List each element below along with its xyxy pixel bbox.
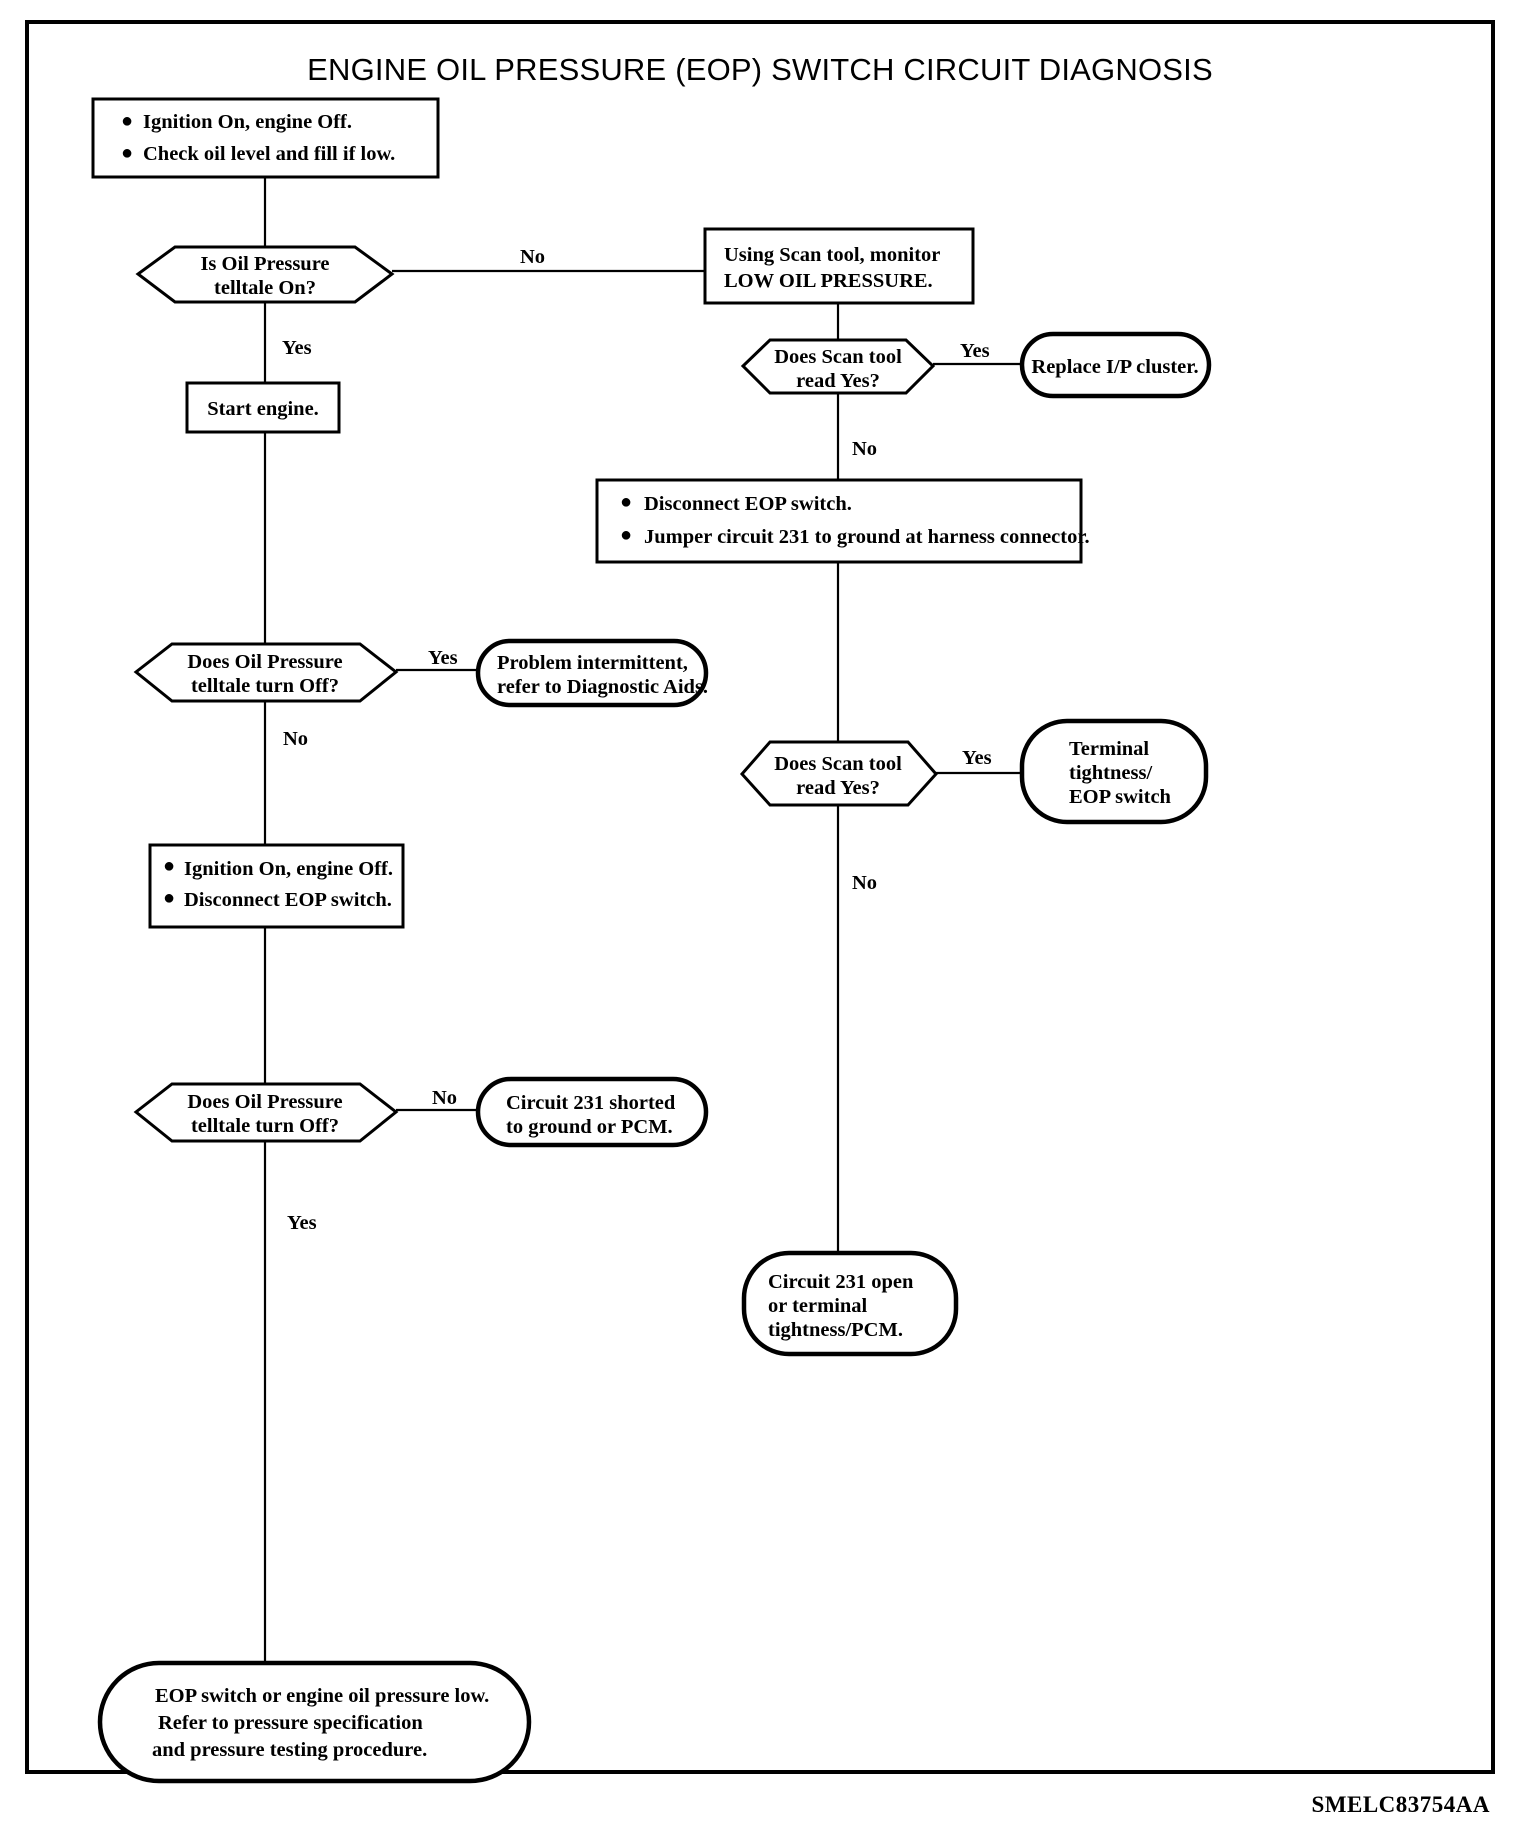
- node-replace-cluster[interactable]: Replace I/P cluster.: [1019, 331, 1212, 399]
- start-checks-line-2: Check oil level and fill if low.: [143, 143, 395, 165]
- problem-intermittent-shape: [475, 638, 709, 708]
- label-q5-no: No: [432, 1087, 457, 1109]
- label-q2-yes: Yes: [960, 340, 990, 362]
- label-q4-yes: Yes: [962, 747, 992, 769]
- figure-code: SMELC83754AA: [1311, 1792, 1490, 1817]
- disconnect-jumper-line-1: Disconnect EOP switch.: [644, 493, 852, 515]
- circuit-shorted-line-2: to ground or PCM.: [506, 1116, 673, 1138]
- eop-low-shape: [97, 1660, 532, 1784]
- start-checks-line-1: Ignition On, engine Off.: [143, 111, 352, 133]
- q-scan-read-2-line-1: Does Scan tool: [774, 753, 902, 775]
- q-scan-read-1-shape: [740, 338, 936, 395]
- q-telltale-off-2-shape: [133, 1082, 399, 1143]
- q-telltale-off-2-line-1: Does Oil Pressure: [187, 1091, 342, 1113]
- label-q3-no: No: [283, 728, 308, 750]
- bullet-icon: ●: [163, 887, 175, 909]
- ignition-disconnect-line-1: Ignition On, engine Off.: [184, 858, 393, 880]
- scan-monitor-shape: [703, 227, 975, 305]
- node-circuit-shorted[interactable]: Circuit 231 shorted to ground or PCM.: [475, 1076, 709, 1148]
- replace-cluster-line-1: Replace I/P cluster.: [1031, 356, 1198, 378]
- node-q-telltale-off-2[interactable]: Does Oil Pressure telltale turn Off?: [133, 1082, 399, 1143]
- q-telltale-off-2-line-2: telltale turn Off?: [191, 1115, 339, 1137]
- label-q3-yes: Yes: [428, 647, 458, 669]
- eop-low-line-2: Refer to pressure specification: [158, 1712, 423, 1734]
- replace-cluster-shape: [1019, 331, 1212, 399]
- q-scan-read-2-shape: [739, 740, 939, 807]
- node-disconnect-jumper[interactable]: ● Disconnect EOP switch. ● Jumper circui…: [595, 478, 1090, 564]
- terminal-tightness-line-2: tightness/: [1069, 762, 1152, 784]
- bullet-icon: ●: [121, 110, 133, 132]
- q-telltale-off-1-line-1: Does Oil Pressure: [187, 651, 342, 673]
- circuit-open-line-2: or terminal: [768, 1295, 868, 1317]
- problem-intermittent-line-2: refer to Diagnostic Aids.: [497, 676, 708, 698]
- start-checks-shape: [91, 97, 440, 179]
- node-q-scan-read-2[interactable]: Does Scan tool read Yes?: [739, 740, 939, 807]
- page-border: [25, 20, 1495, 1774]
- q-telltale-off-1-shape: [133, 642, 399, 703]
- node-scan-monitor[interactable]: Using Scan tool, monitor LOW OIL PRESSUR…: [703, 227, 975, 305]
- node-start-engine[interactable]: Start engine.: [185, 381, 341, 434]
- disconnect-jumper-line-2: Jumper circuit 231 to ground at harness …: [644, 526, 1090, 548]
- start-engine-shape: [185, 381, 341, 434]
- node-q-scan-read-1[interactable]: Does Scan tool read Yes?: [740, 338, 936, 395]
- circuit-shorted-shape: [475, 1076, 709, 1148]
- label-q1-no: No: [520, 246, 545, 268]
- node-circuit-open[interactable]: Circuit 231 open or terminal tightness/P…: [741, 1250, 959, 1357]
- node-eop-low[interactable]: EOP switch or engine oil pressure low. R…: [97, 1660, 532, 1784]
- problem-intermittent-line-1: Problem intermittent,: [497, 652, 688, 674]
- scan-monitor-line-2: LOW OIL PRESSURE.: [724, 270, 933, 292]
- q-telltale-off-1-line-2: telltale turn Off?: [191, 675, 339, 697]
- disconnect-jumper-shape: [595, 478, 1083, 564]
- circuit-open-line-3: tightness/PCM.: [768, 1319, 903, 1341]
- label-q4-no: No: [852, 872, 877, 894]
- node-problem-intermittent[interactable]: Problem intermittent, refer to Diagnosti…: [475, 638, 709, 708]
- circuit-shorted-line-1: Circuit 231 shorted: [506, 1092, 676, 1114]
- node-q-telltale-on[interactable]: Is Oil Pressure telltale On?: [135, 245, 395, 304]
- q-telltale-on-shape: [135, 245, 395, 304]
- label-q2-no: No: [852, 438, 877, 460]
- bullet-icon: ●: [121, 142, 133, 164]
- circuit-open-shape: [741, 1250, 959, 1357]
- circuit-open-line-1: Circuit 231 open: [768, 1271, 914, 1293]
- ignition-disconnect-line-2: Disconnect EOP switch.: [184, 889, 392, 911]
- terminal-tightness-line-3: EOP switch: [1069, 786, 1172, 808]
- label-q5-yes: Yes: [287, 1212, 317, 1234]
- bullet-icon: ●: [163, 855, 175, 877]
- label-q1-yes: Yes: [282, 337, 312, 359]
- terminal-tightness-line-1: Terminal: [1069, 738, 1149, 760]
- connector-layer: [263, 177, 1022, 1663]
- q-scan-read-2-line-2: read Yes?: [796, 777, 880, 799]
- q-scan-read-1-line-2: read Yes?: [796, 370, 880, 392]
- eop-low-line-1: EOP switch or engine oil pressure low.: [155, 1685, 489, 1707]
- terminal-tightness-shape: [1019, 718, 1209, 825]
- start-engine-line-1: Start engine.: [207, 398, 319, 420]
- ignition-disconnect-shape: [148, 843, 405, 929]
- q-scan-read-1-line-1: Does Scan tool: [774, 346, 902, 368]
- eop-low-line-3: and pressure testing procedure.: [152, 1739, 427, 1761]
- q-telltale-on-line-1: Is Oil Pressure: [200, 253, 329, 275]
- bullet-icon: ●: [620, 524, 632, 546]
- node-start-checks[interactable]: ● Ignition On, engine Off. ● Check oil l…: [91, 97, 440, 179]
- page-title: ENGINE OIL PRESSURE (EOP) SWITCH CIRCUIT…: [307, 52, 1213, 87]
- scan-monitor-line-1: Using Scan tool, monitor: [724, 244, 940, 266]
- bullet-icon: ●: [620, 491, 632, 513]
- node-q-telltale-off-1[interactable]: Does Oil Pressure telltale turn Off?: [133, 642, 399, 703]
- node-ignition-disconnect[interactable]: ● Ignition On, engine Off. ● Disconnect …: [148, 843, 405, 929]
- node-terminal-tightness[interactable]: Terminal tightness/ EOP switch: [1019, 718, 1209, 825]
- q-telltale-on-line-2: telltale On?: [214, 277, 316, 299]
